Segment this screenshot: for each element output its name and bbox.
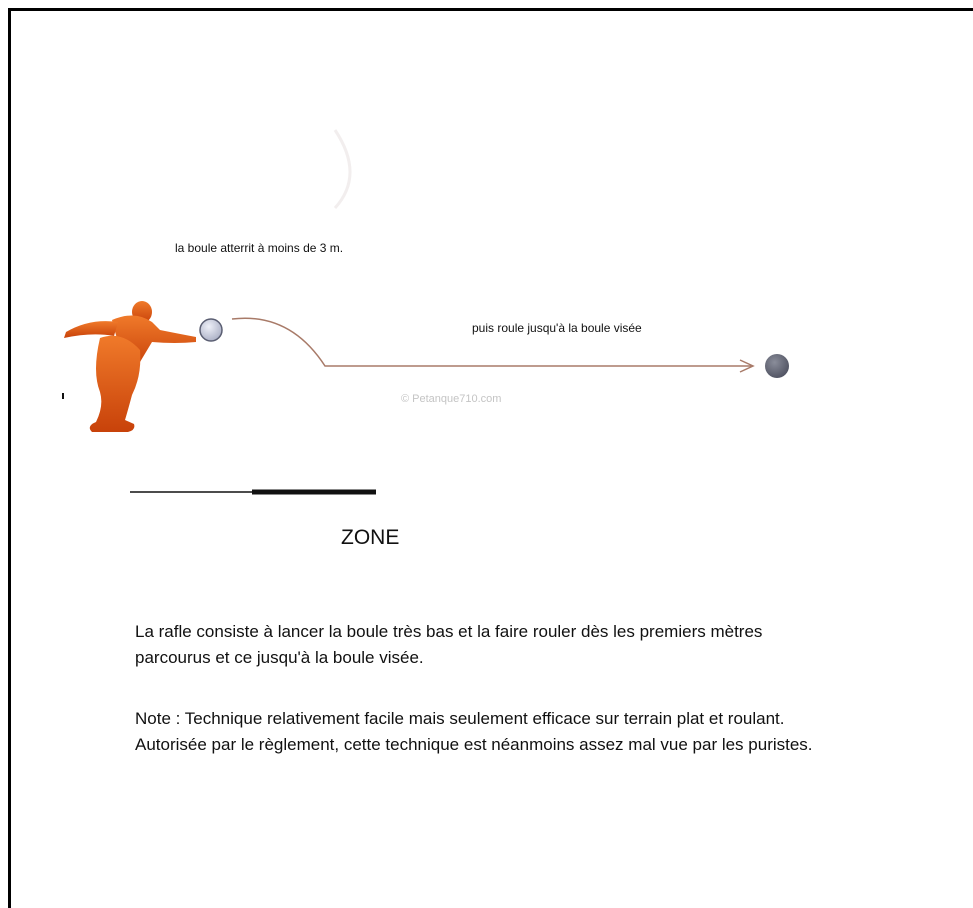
- page-frame: [8, 8, 973, 908]
- faint-arc-decoration: [333, 129, 352, 210]
- description-line: parcourus et ce jusqu'à la boule visée.: [135, 648, 424, 667]
- player-silhouette-icon: [64, 301, 196, 432]
- note-line: Autorisée par le règlement, cette techni…: [135, 735, 813, 754]
- target-ball-icon: [765, 354, 789, 378]
- zone-label: ZONE: [341, 526, 400, 549]
- description-text: La rafle consiste à lancer la boule très…: [135, 619, 973, 671]
- note-line: Note : Technique relativement facile mai…: [135, 709, 785, 728]
- rolling-label: puis roule jusqu'à la boule visée: [472, 321, 642, 335]
- rafle-diagram: la boule atterrit à moins de 3 m. puis r…: [62, 129, 789, 495]
- watermark: © Petanque710.com: [401, 393, 501, 405]
- description-line: La rafle consiste à lancer la boule très…: [135, 622, 763, 641]
- thrown-ball-icon: [199, 318, 223, 342]
- note-text: Note : Technique relativement facile mai…: [135, 706, 973, 758]
- trajectory-arrow-icon: [231, 317, 755, 373]
- landing-label: la boule atterrit à moins de 3 m.: [175, 241, 343, 255]
- left-mark: [62, 393, 64, 399]
